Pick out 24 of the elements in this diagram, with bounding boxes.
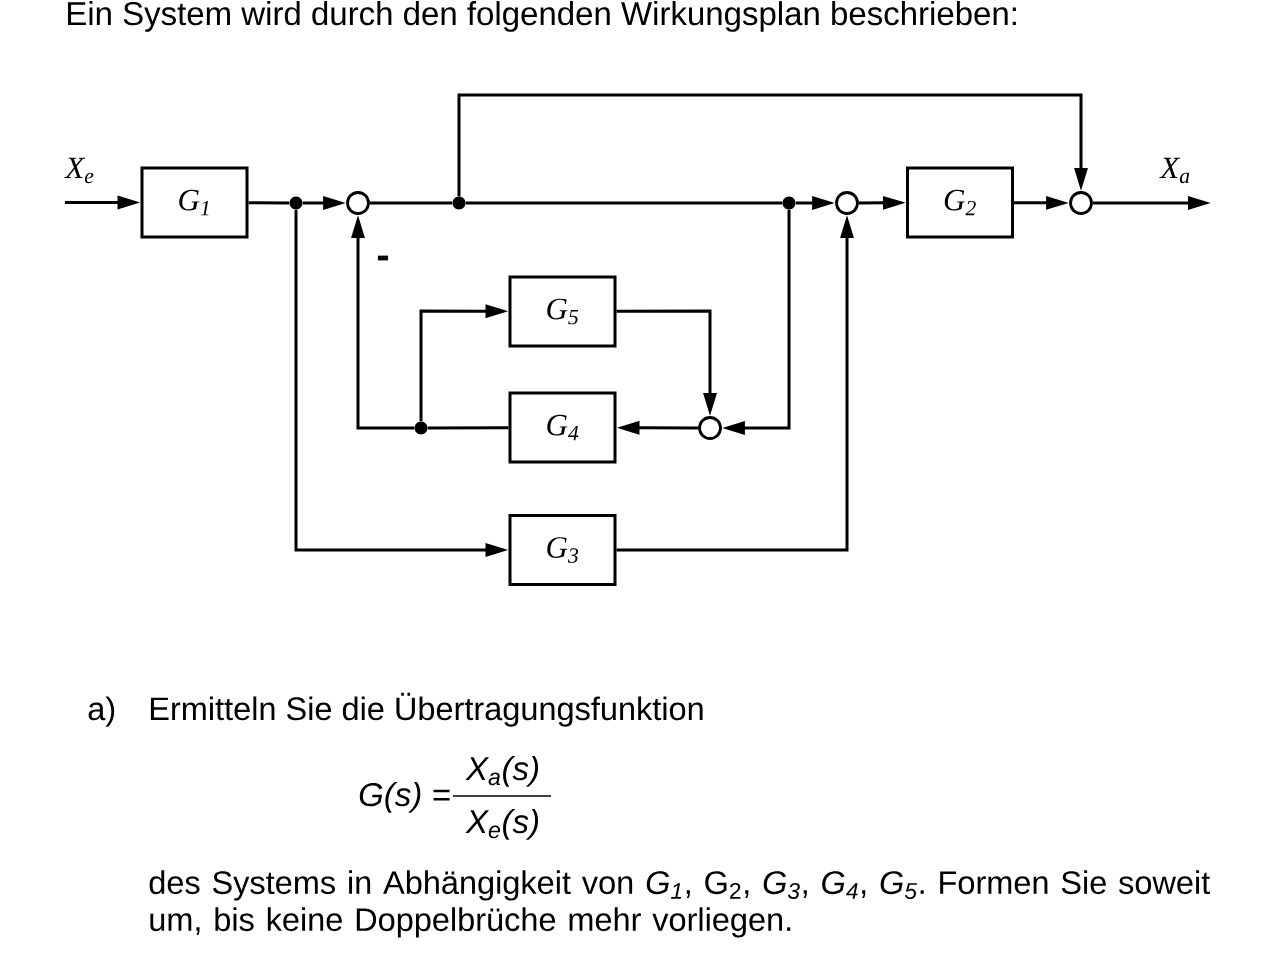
summing-junction bbox=[346, 191, 370, 215]
minus-sign: - bbox=[377, 255, 389, 261]
signal-label: X$_{e}$ bbox=[64, 157, 94, 184]
block-box: G$_{5}$ bbox=[508, 275, 617, 348]
block-box: G$_{2}$ bbox=[906, 166, 1014, 239]
fraction-numerator: X$_{a}$(s) bbox=[465, 756, 539, 787]
paragraph: des Systems in Abhängigkeit von G$_{1}$, G$_{2}$, G$_{3}$, G$_{4}$, G$_{5}$. Formen Sie soweit um, bis keine Doppelbrüche mehr vorliegen. bbox=[149, 870, 1210, 938]
item-marker: a) bbox=[88, 696, 115, 727]
block-box: G$_{4}$ bbox=[508, 391, 617, 464]
question-text: Ermitteln Sie die Übertragungsfunktion bbox=[150, 692, 703, 727]
connector-line bbox=[369, 201, 453, 205]
summing-junction bbox=[698, 416, 722, 440]
connector-line bbox=[465, 201, 783, 205]
signal-label: X$_{a}$ bbox=[1159, 157, 1190, 184]
connector-line bbox=[427, 426, 509, 430]
block-box: G$_{3}$ bbox=[508, 514, 617, 586]
title: Ein System wird durch den folgenden Wirkungsplan beschrieben: bbox=[67, 1, 1016, 32]
summing-junction bbox=[1069, 191, 1093, 215]
arrow bbox=[457, 93, 1088, 197]
connector-line bbox=[248, 201, 290, 205]
block-box: G$_{1}$ bbox=[140, 166, 249, 239]
formula-text: G(s) = bbox=[359, 782, 450, 813]
fraction-denominator: X$_{e}$(s) bbox=[465, 809, 539, 840]
summing-junction bbox=[835, 191, 859, 215]
